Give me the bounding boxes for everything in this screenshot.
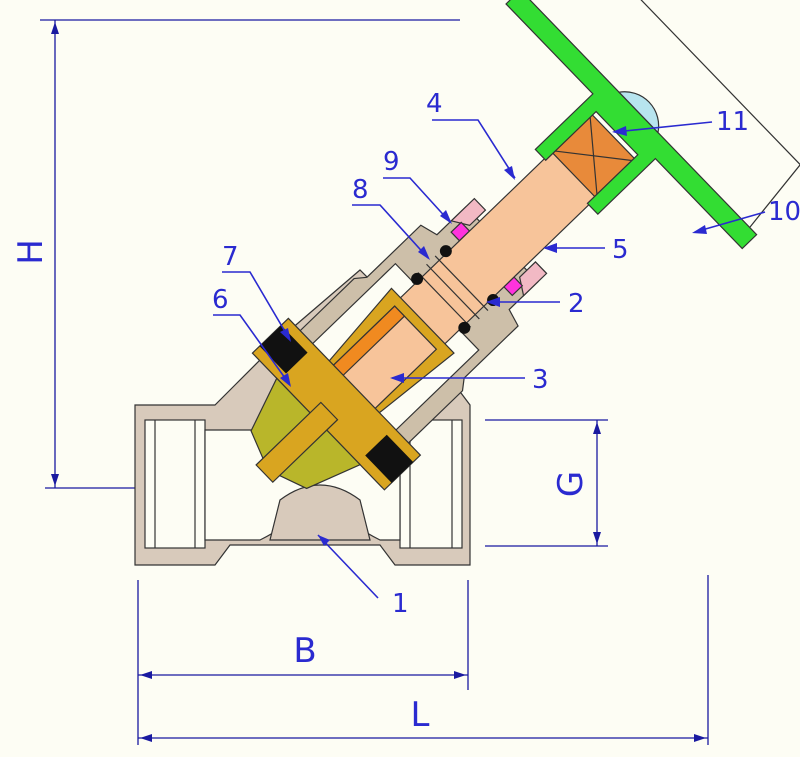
label-7: 7: [222, 242, 239, 272]
dimension-l-label: L: [411, 695, 430, 735]
dimension-b: B: [137, 580, 469, 745]
bonnet-assembly: [250, 0, 800, 491]
label-11: 11: [716, 107, 749, 137]
dimension-g: G: [485, 419, 608, 547]
label-2: 2: [568, 289, 585, 319]
label-1: 1: [392, 589, 409, 619]
label-4: 4: [426, 89, 443, 119]
dimension-h-label: H: [11, 239, 51, 265]
label-10: 10: [768, 197, 800, 227]
label-8: 8: [352, 175, 369, 205]
label-5: 5: [612, 235, 629, 265]
dimension-g-label: G: [551, 471, 591, 497]
dimension-l: L: [138, 575, 709, 745]
part-labels: 1 2 3 4 5 6 7 8 9 10 11: [212, 89, 800, 619]
dimension-b-label: B: [293, 631, 316, 671]
label-6: 6: [212, 285, 229, 315]
label-9: 9: [383, 147, 400, 177]
label-3: 3: [532, 365, 549, 395]
